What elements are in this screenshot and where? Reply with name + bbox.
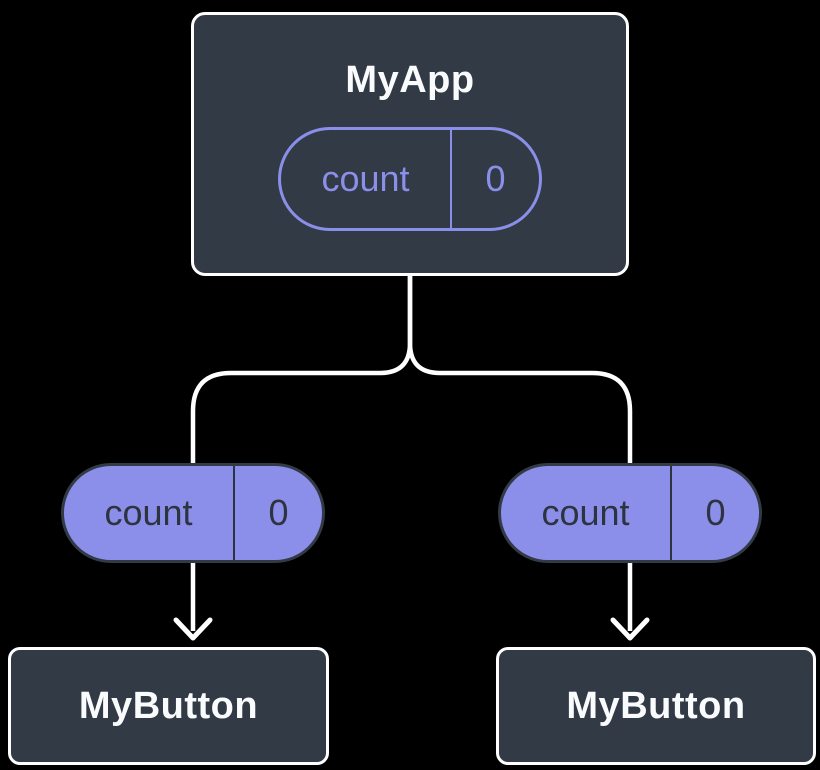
myapp-title: MyApp [345,59,475,101]
prop-pill-right-value: 0 [670,466,759,560]
branch-left-line [190,276,413,468]
mybutton-node-right: MyButton [496,647,816,765]
myapp-node: MyApp count 0 [191,12,629,276]
arrow-right-head-icon [610,617,650,641]
arrow-left [173,558,213,641]
mybutton-left-title: MyButton [78,685,259,727]
branch-right-line [407,276,633,468]
prop-pill-right-label: count [541,492,630,533]
mybutton-right-title: MyButton [566,685,746,727]
prop-pill-left-value: 0 [233,466,322,560]
prop-pill-left-label: count [104,492,193,533]
state-pill-value: 0 [450,130,539,228]
state-pill-label: count [321,158,410,199]
arrow-left-head-icon [173,617,213,641]
prop-pill-left: count 0 [61,463,325,563]
prop-pill-right: count 0 [498,463,762,563]
mybutton-node-left: MyButton [8,647,329,765]
arrow-right [610,558,650,641]
myapp-state-pill: count 0 [278,127,542,231]
